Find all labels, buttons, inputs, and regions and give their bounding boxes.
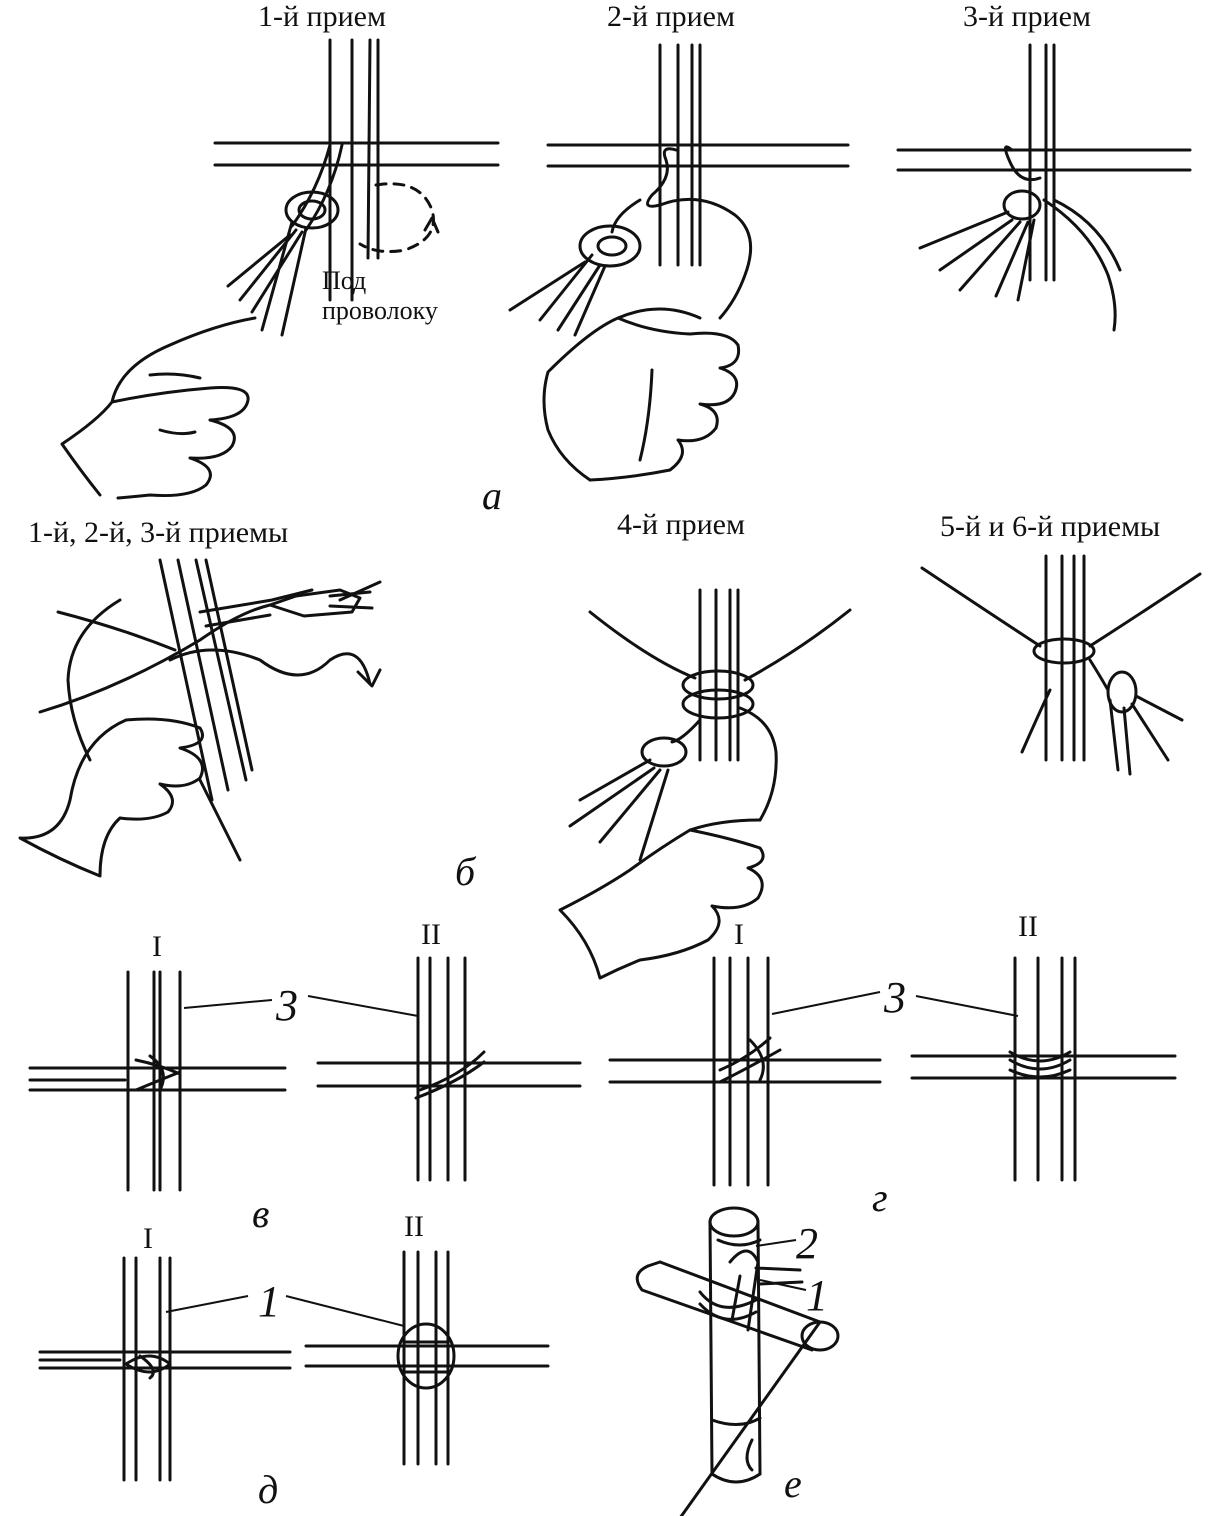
letter-v: в [252, 1191, 270, 1236]
callout-1-e: 1 [806, 1271, 828, 1320]
panel-g-II [910, 956, 1177, 1182]
callout-3-v: 3 [276, 981, 298, 1030]
heading-a-step2: 2-й прием [607, 0, 735, 33]
heading-b-step4: 4-й прием [617, 508, 745, 541]
panel-a-step3 [896, 43, 1192, 332]
panel-v-II [316, 956, 582, 1182]
letter-g: г [872, 1175, 888, 1220]
callout-2-e: 2 [796, 1219, 818, 1268]
letter-b: б [455, 849, 476, 894]
annotation-under-wire: Под проволоку [322, 266, 438, 325]
panel-d-I [38, 1256, 292, 1482]
panel-d-II [304, 1250, 550, 1466]
panel-b-steps56 [920, 554, 1202, 776]
roman-g-II: II [1018, 910, 1038, 943]
panel-a-step2 [508, 43, 850, 482]
heading-a-step3: 3-й прием [963, 0, 1091, 33]
heading-a-step1: 1-й прием [258, 0, 386, 33]
callout-3-g: 3 [884, 973, 906, 1022]
roman-v-I: I [152, 930, 162, 963]
heading-b-steps123: 1-й, 2-й, 3-й приемы [28, 516, 289, 549]
callout-1-d: 1 [258, 1277, 280, 1326]
letter-d: д [258, 1467, 279, 1512]
panel-g-I [608, 956, 882, 1187]
roman-d-II: II [404, 1210, 424, 1243]
panel-b-steps123 [18, 558, 382, 878]
letter-e: е [784, 1461, 802, 1506]
roman-g-I: I [734, 918, 744, 951]
roman-v-II: II [421, 918, 441, 951]
panel-v-I [28, 970, 287, 1192]
letter-a: а [482, 473, 502, 518]
roman-d-I: I [143, 1222, 153, 1255]
panel-b-step4 [558, 588, 852, 980]
heading-b-steps56: 5-й и 6-й приемы [940, 510, 1161, 543]
panel-a-step1 [60, 38, 500, 500]
